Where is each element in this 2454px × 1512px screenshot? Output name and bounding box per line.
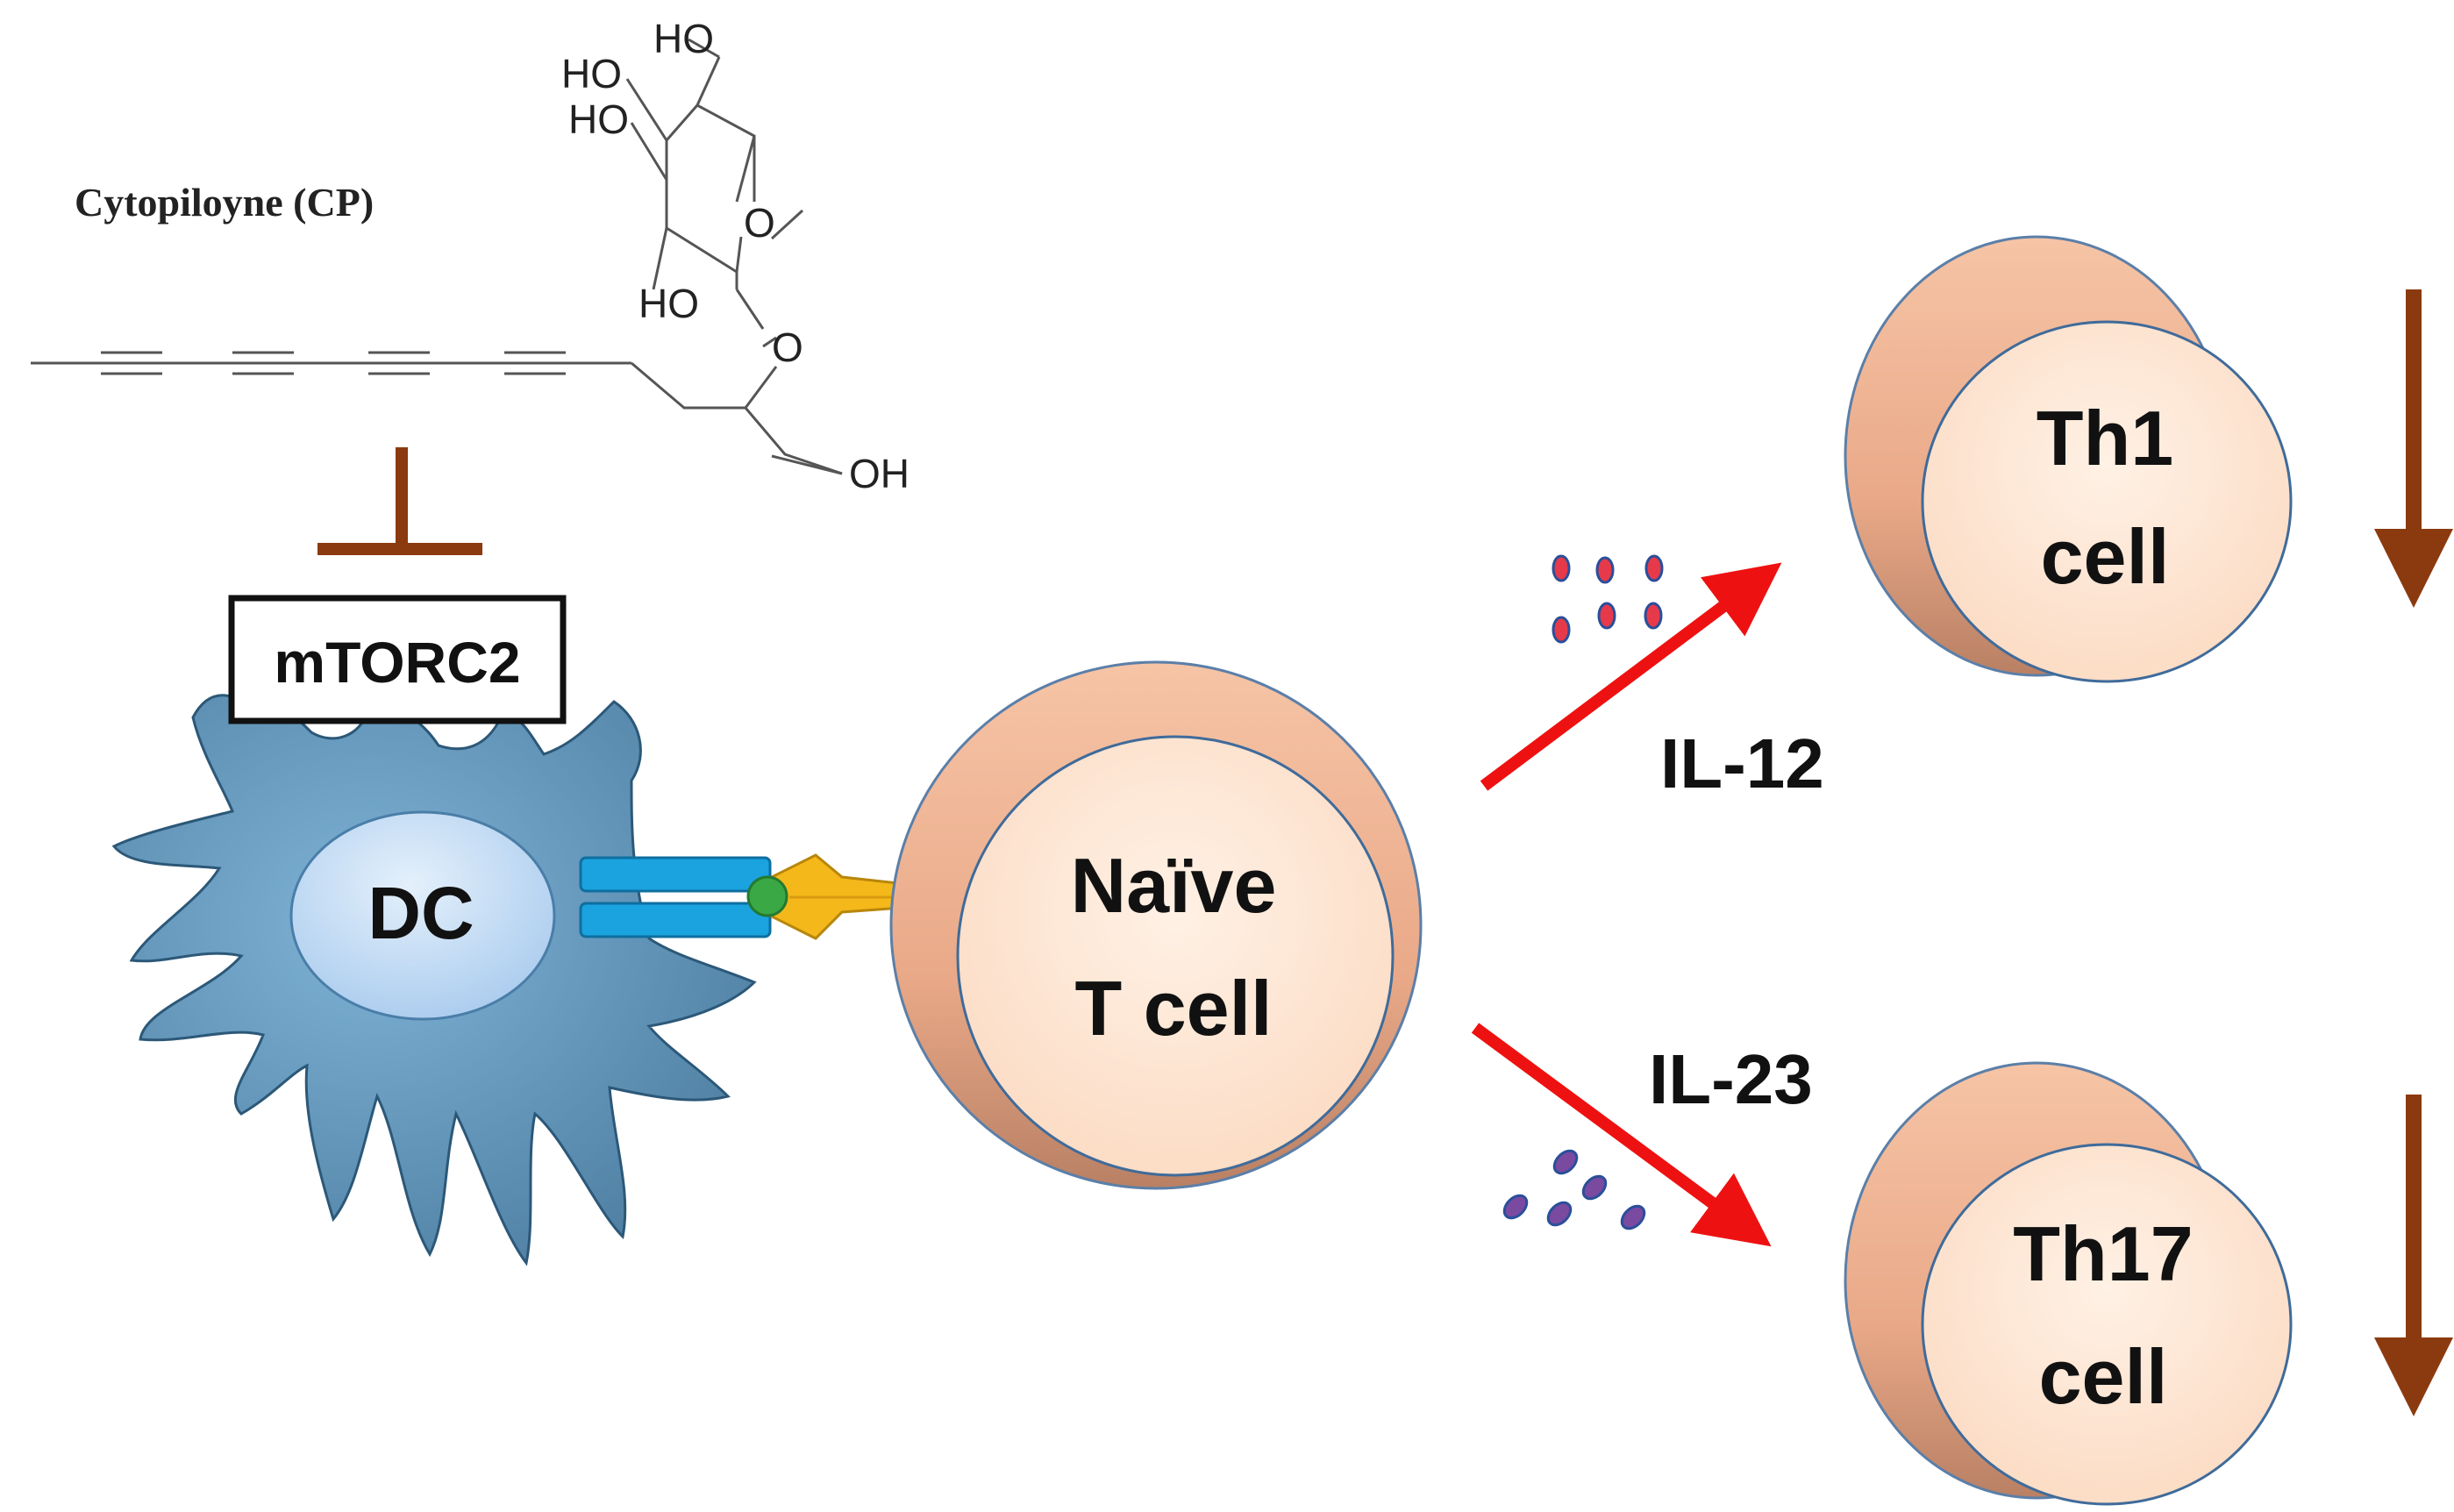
arrow-to-th1 xyxy=(1480,562,1782,791)
th17-cell-label-line1: Th17 xyxy=(2013,1210,2193,1297)
dc-nucleus xyxy=(289,810,556,1021)
th17-cell: Th17 cell xyxy=(1844,1061,2293,1506)
atom-ho-upper-left: HO xyxy=(561,51,622,96)
th17-cell-inner xyxy=(1921,1143,2293,1506)
mhc-receptor xyxy=(579,856,772,938)
atom-ho-lower-left: HO xyxy=(638,281,699,326)
atom-terminal-oh: OH xyxy=(849,451,910,496)
th17-cell-label-line2: cell xyxy=(2039,1333,2168,1420)
naive-t-cell-inner xyxy=(956,735,1395,1177)
inhibition-symbol xyxy=(317,447,482,555)
naive-t-cell-label-line1: Naïve xyxy=(1071,842,1277,929)
polyacetylene-chain xyxy=(31,351,843,475)
atom-ho-mid-left: HO xyxy=(568,96,629,142)
atom-ho-top: HO xyxy=(653,16,714,61)
mtorc2-label: mTORC2 xyxy=(274,630,520,695)
atom-ring-oxygen: O xyxy=(744,200,775,246)
il12-label: IL-12 xyxy=(1660,724,1824,802)
atom-glycosidic-oxygen: O xyxy=(772,325,803,370)
cytopiloyne-structure: Cytopiloyne (CP) HO xyxy=(31,16,910,496)
th1-cell-inner xyxy=(1921,320,2293,683)
il23-label: IL-23 xyxy=(1649,1040,1813,1118)
th1-cell-label-line1: Th1 xyxy=(2037,395,2173,481)
mtorc2-box: mTORC2 xyxy=(228,595,567,724)
glucose-ring xyxy=(625,38,843,475)
il23-particles xyxy=(1502,1149,1646,1230)
antigen-peptide xyxy=(746,875,788,917)
arrow-to-th17 xyxy=(1471,1023,1772,1247)
dc-label: DC xyxy=(367,872,474,954)
th1-cell: Th1 cell xyxy=(1844,235,2293,683)
il12-particles xyxy=(1552,554,1664,644)
th1-cell-label-line2: cell xyxy=(2041,513,2170,600)
dendritic-cell: DC xyxy=(111,694,757,1266)
naive-t-cell: Naïve T cell xyxy=(889,660,1423,1190)
compound-name: Cytopiloyne (CP) xyxy=(75,180,374,225)
naive-t-cell-label-line2: T cell xyxy=(1075,965,1273,1052)
